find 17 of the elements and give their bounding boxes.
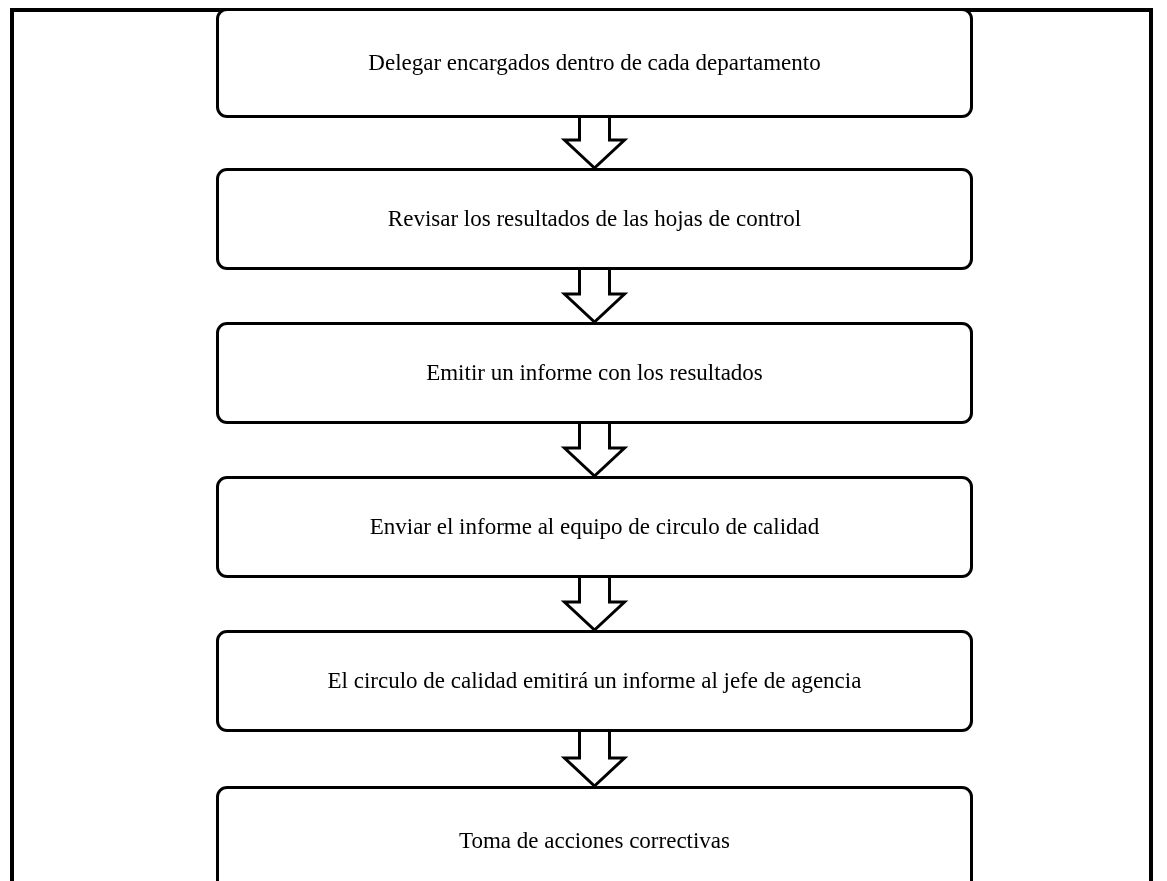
process-box <box>216 322 973 424</box>
process-box <box>216 168 973 270</box>
step-text: Delegar encargados dentro de cada departamento <box>368 49 821 77</box>
block-arrow <box>560 116 629 171</box>
process-box <box>216 8 973 118</box>
process-box <box>216 630 973 732</box>
step-text: Emitir un informe con los resultados <box>426 359 763 387</box>
block-arrow <box>560 730 629 789</box>
step-text: Revisar los resultados de las hojas de control <box>387 205 802 233</box>
block-arrow <box>560 422 629 479</box>
step-text: El circulo de calidad emitirá un informe al jefe de agencia <box>327 667 862 695</box>
step-text: Enviar el informe al equipo de circulo de calidad <box>369 513 820 541</box>
process-box <box>216 786 973 881</box>
process-box <box>216 476 973 578</box>
block-arrow <box>560 268 629 325</box>
step-text: Toma de acciones correctivas <box>458 827 731 855</box>
block-arrow <box>560 576 629 633</box>
